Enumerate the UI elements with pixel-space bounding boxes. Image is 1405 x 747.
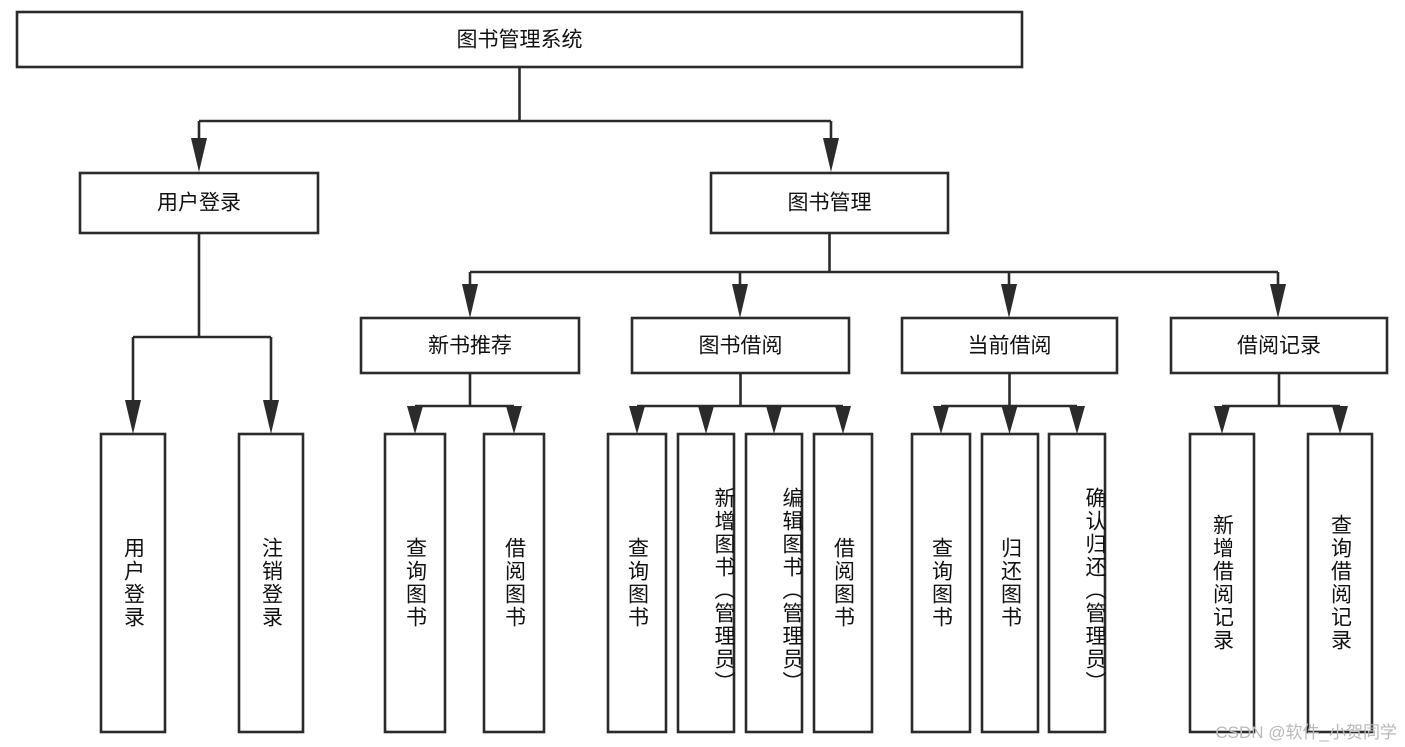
node-title[interactable]: 图书管理系统 <box>15 10 1024 69</box>
arrow-head-icon <box>823 138 839 172</box>
leaf-box-borrow-book-2[interactable] <box>812 432 874 734</box>
leaf-box-query-record[interactable] <box>1306 432 1374 734</box>
arrow-head-icon <box>835 406 851 434</box>
arrow-head-icon <box>1332 406 1348 434</box>
connector-borrow-record-to-leaves <box>1214 373 1348 434</box>
connector-root-to-level1 <box>191 67 839 172</box>
node-borrow-record-label: 借阅记录 <box>1237 335 1321 358</box>
leaf-box-edit-book[interactable] <box>744 432 804 734</box>
leaf-box-add-record[interactable] <box>1188 432 1256 734</box>
arrow-head-icon <box>263 400 279 434</box>
node-current-borrow[interactable]: 当前借阅 <box>900 316 1119 375</box>
node-book-borrow-label: 图书借阅 <box>699 335 783 358</box>
arrow-head-icon <box>1069 406 1085 434</box>
node-title-box <box>15 10 1024 69</box>
connector-new-book-recommend-to-leaves <box>407 373 522 434</box>
arrow-head-icon <box>1001 406 1018 434</box>
node-current-borrow-label: 当前借阅 <box>968 335 1052 358</box>
arrow-head-icon <box>732 284 748 318</box>
arrow-head-icon <box>407 406 423 434</box>
leaf-box-add-book[interactable] <box>676 432 736 734</box>
arrow-head-icon <box>191 138 207 172</box>
arrow-head-icon <box>125 400 141 434</box>
node-current-borrow-box <box>900 316 1119 375</box>
node-book-borrow[interactable]: 图书借阅 <box>630 316 851 375</box>
node-title-label: 图书管理系统 <box>457 29 583 52</box>
node-new-book-recommend[interactable]: 新书推荐 <box>359 316 581 375</box>
node-user-login-box <box>78 171 320 235</box>
connector-book-management-to-level2 <box>462 233 1286 318</box>
arrow-head-icon <box>698 406 714 434</box>
arrow-head-icon <box>1270 284 1286 318</box>
arrow-head-icon <box>766 406 782 434</box>
arrow-head-icon <box>933 406 949 434</box>
node-book-management[interactable]: 图书管理 <box>709 171 950 235</box>
arrow-head-icon <box>1214 406 1230 434</box>
connector-book-borrow-to-leaves <box>629 373 851 434</box>
leaf-box-user-login[interactable] <box>99 432 167 734</box>
node-borrow-record[interactable]: 借阅记录 <box>1169 316 1389 375</box>
arrow-head-icon <box>462 284 478 318</box>
node-new-book-recommend-box <box>359 316 581 375</box>
leaf-box-logout-login[interactable] <box>237 432 305 734</box>
connector-user-login-to-leaves <box>125 233 279 434</box>
leaf-box-confirm-return[interactable] <box>1047 432 1107 734</box>
leaf-box-borrow-book-1[interactable] <box>482 432 546 734</box>
leaf-box-query-book-3[interactable] <box>910 432 972 734</box>
node-book-management-label: 图书管理 <box>788 192 872 215</box>
connector-current-borrow-to-leaves <box>933 373 1085 434</box>
leaf-box-query-book-1[interactable] <box>383 432 447 734</box>
leaf-box-query-book-2[interactable] <box>606 432 668 734</box>
node-user-login-label: 用户登录 <box>157 192 241 215</box>
node-user-login[interactable]: 用户登录 <box>78 171 320 235</box>
arrow-head-icon <box>506 406 522 434</box>
watermark-text: CSDN @软件_小贺同学 <box>1215 723 1397 742</box>
arrow-head-icon <box>629 406 645 434</box>
leaf-box-return-book[interactable] <box>980 432 1040 734</box>
arrow-head-icon <box>1001 284 1017 318</box>
node-new-book-recommend-label: 新书推荐 <box>428 335 512 358</box>
